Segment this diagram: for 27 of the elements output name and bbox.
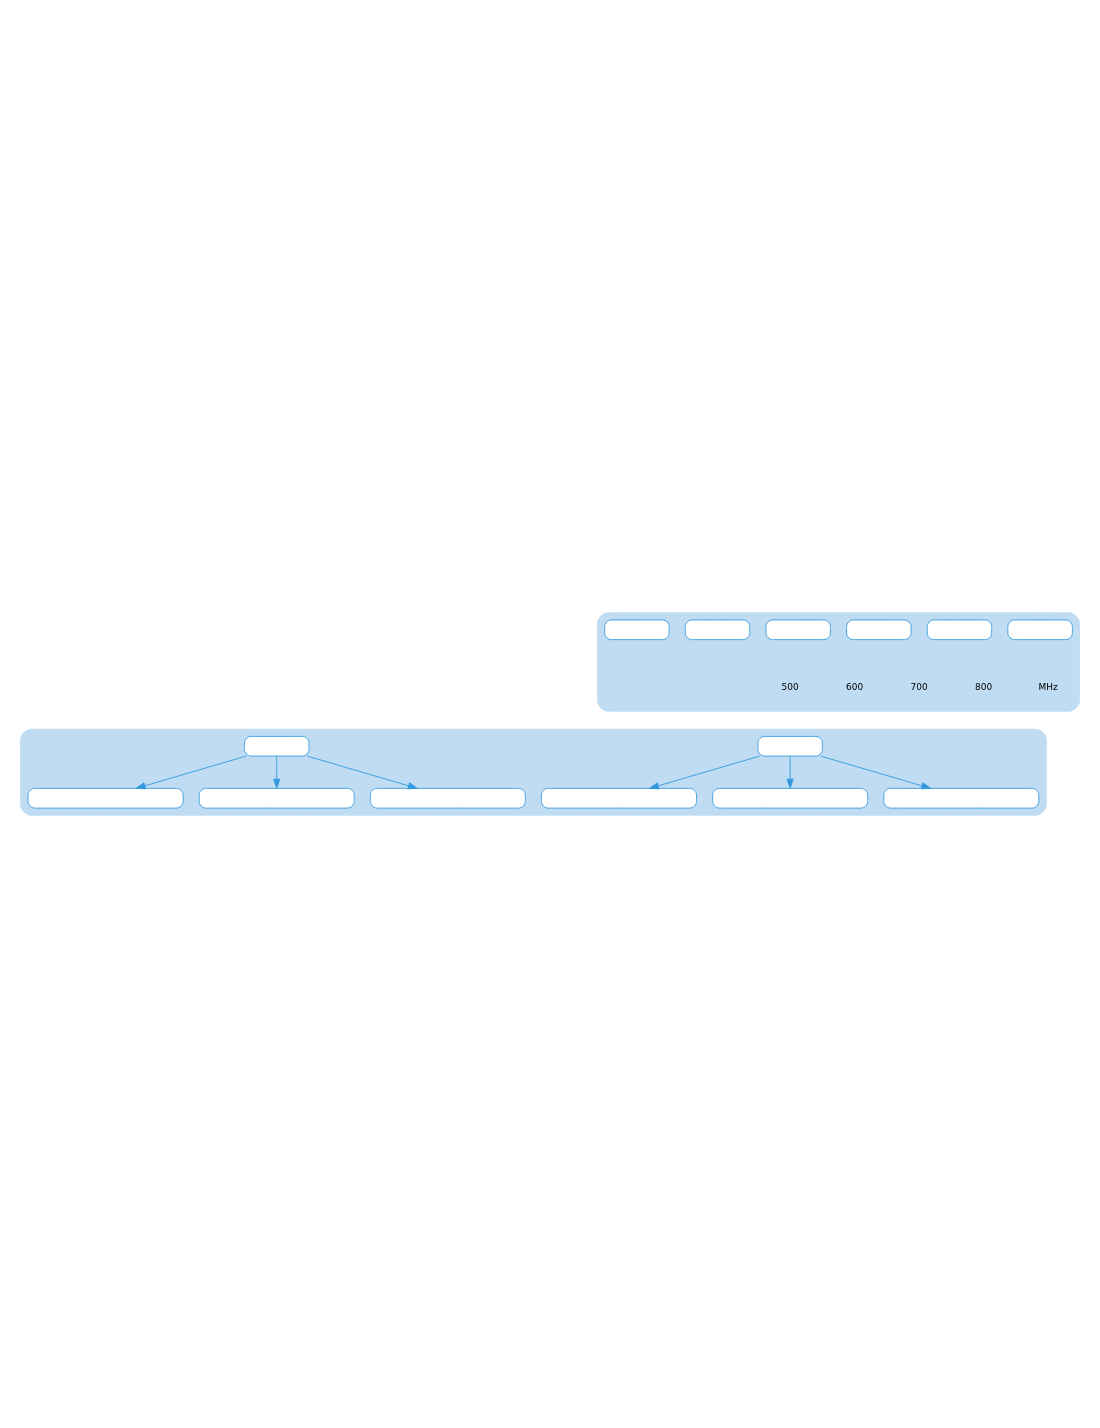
- arrow: [306, 755, 418, 790]
- arrow: [135, 755, 247, 790]
- node-box: [604, 619, 670, 641]
- node-box: [926, 619, 993, 641]
- arrow: [273, 755, 281, 789]
- node-box: [757, 735, 823, 757]
- label: MHz: [1038, 682, 1058, 693]
- node-box: [1007, 619, 1073, 641]
- node-box: [765, 619, 831, 641]
- label: 600: [846, 682, 864, 693]
- node-box: [684, 619, 751, 641]
- cluster: [20, 728, 1047, 816]
- arrow: [649, 755, 760, 790]
- label: 800: [975, 682, 993, 693]
- node-box: [883, 787, 1040, 809]
- node-box: [198, 787, 355, 809]
- node-box: [846, 619, 912, 641]
- node-box: [369, 787, 526, 809]
- node-box: [712, 787, 869, 809]
- arrow: [820, 755, 932, 790]
- label: 700: [910, 682, 928, 693]
- cluster: [597, 612, 1080, 712]
- node-box: [27, 787, 184, 809]
- label: 500: [781, 682, 799, 693]
- arrow: [786, 755, 794, 789]
- node-box: [244, 735, 310, 757]
- node-box: [541, 787, 697, 809]
